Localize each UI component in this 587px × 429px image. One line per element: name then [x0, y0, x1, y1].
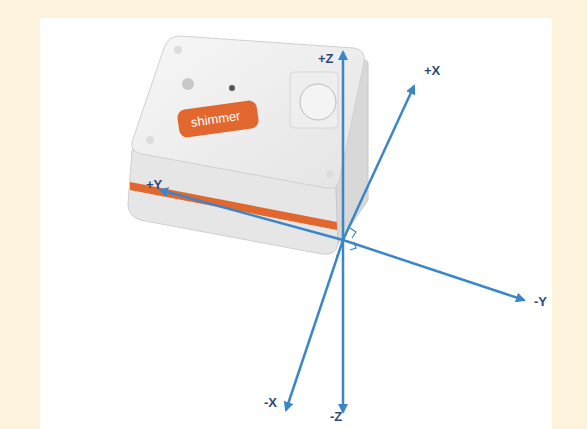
axis-label: -Y [534, 295, 547, 308]
axis-label: -X [264, 396, 277, 409]
axes [160, 52, 524, 412]
axis-label: +X [424, 64, 440, 77]
axis-label: +Z [318, 52, 334, 65]
axis-label: +Y [146, 178, 162, 191]
photo-area [40, 18, 552, 429]
axis-label: -Z [330, 410, 342, 423]
shimmer-device [128, 36, 368, 254]
